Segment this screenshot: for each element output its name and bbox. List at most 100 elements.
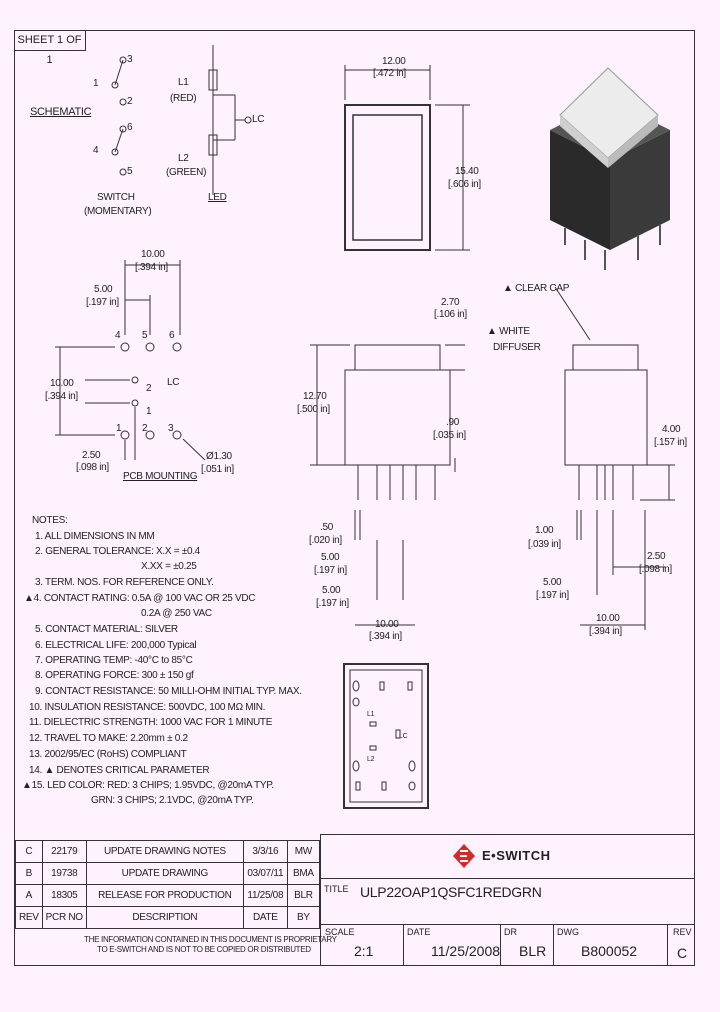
bottom-l2: L2	[367, 756, 375, 763]
note-13: 13. 2002/95/EC (RoHS) COMPLIANT	[29, 749, 187, 760]
pcb-d1-in: [.394 in]	[135, 262, 168, 273]
pcb-pin-2b: 2	[142, 423, 148, 434]
date-cell: 3/3/16	[242, 840, 288, 863]
isometric-view	[550, 67, 670, 270]
schematic-pin-2: 2	[127, 96, 133, 107]
side-p1-in: [.197 in]	[314, 565, 347, 576]
schematic-pin-1: 1	[93, 78, 99, 89]
date-value: 11/25/2008	[431, 943, 501, 959]
side2-b-mm: 2.50	[647, 551, 666, 562]
by-cell: BLR	[286, 884, 321, 907]
side-pinw-mm: .50	[320, 522, 334, 533]
dr-label: DR	[504, 927, 517, 937]
schematic-pin-3: 3	[127, 54, 133, 65]
white-label: ▲ WHITE	[487, 326, 530, 337]
header-pcr: PCR NO	[41, 906, 87, 929]
note-6: 6. ELECTRICAL LIFE: 200,000 Typical	[35, 640, 197, 651]
side-height-mm: 12.70	[303, 391, 327, 402]
note-1: 1. ALL DIMENSIONS IN MM	[35, 531, 155, 542]
side-p3-mm: 10.00	[375, 619, 399, 630]
side-cap-mm: 2.70	[441, 297, 460, 308]
dwg-label: DWG	[557, 927, 579, 937]
title-block	[320, 834, 695, 966]
schematic-title: SCHEMATIC	[30, 106, 92, 118]
schematic-diagram	[111, 45, 252, 195]
pcb-pin-4: 4	[115, 330, 121, 341]
side-cap-in: [.106 in]	[434, 309, 467, 320]
pcb-pin-3: 3	[168, 423, 174, 434]
title-label: TITLE	[324, 884, 349, 894]
note-15b: GRN: 3 CHIPS; 2.1VDC, @20mA TYP.	[91, 795, 254, 806]
side-gap-mm: .90	[446, 417, 460, 428]
led-l2-color: (GREEN)	[166, 167, 207, 178]
side2-d-in: [.394 in]	[589, 626, 622, 637]
pcb-d1-mm: 10.00	[141, 249, 165, 260]
side2-a-mm: 1.00	[535, 525, 554, 536]
led-label: LED	[208, 192, 227, 203]
pcb-hole-mm: Ø1.30	[206, 451, 232, 462]
by-cell: BMA	[286, 862, 321, 885]
title-row-divider	[320, 924, 695, 925]
pcb-pin-1a: 1	[146, 406, 152, 417]
note-15: ▲15. LED COLOR: RED: 3 CHIPS; 1.95VDC, @…	[22, 780, 274, 791]
rev-cell: B	[15, 862, 43, 885]
led-l1-color: (RED)	[170, 93, 197, 104]
scale-value: 2:1	[354, 943, 374, 959]
drawing-frame	[14, 30, 695, 966]
bottom-l1: L1	[367, 711, 375, 718]
disclaimer-line-1: THE INFORMATION CONTAINED IN THIS DOCUME…	[84, 935, 337, 944]
side2-d-mm: 10.00	[596, 613, 620, 624]
switch-label: SWITCH	[97, 192, 135, 203]
schematic-pin-4: 4	[93, 145, 99, 156]
pcb-d3-in: [.394 in]	[45, 391, 78, 402]
pcb-hole-in: [.051 in]	[201, 464, 234, 475]
note-2: 2. GENERAL TOLERANCE: X.X = ±0.4	[35, 546, 200, 557]
bottom-view-drawing	[343, 663, 429, 809]
side2-b-in: [.098 in]	[639, 564, 672, 575]
led-l1-label: L1	[178, 77, 189, 88]
header-rev: REV	[15, 906, 43, 929]
side-view-drawing	[310, 344, 465, 626]
sheet-label: SHEET 1 OF 1	[14, 30, 86, 66]
pcb-pin-1b: 1	[116, 423, 122, 434]
pcr-cell: 22179	[41, 840, 87, 863]
header-by: BY	[286, 906, 321, 929]
top-width-in: [.472 in]	[373, 68, 406, 79]
led-l2-label: L2	[178, 153, 189, 164]
bottom-lc: LC	[399, 733, 408, 740]
tb-divider-4	[667, 924, 668, 966]
by-cell: MW	[286, 840, 321, 863]
desc-cell: UPDATE DRAWING NOTES	[85, 840, 244, 863]
note-10: 10. INSULATION RESISTANCE: 500VDC, 100 M…	[29, 702, 266, 713]
note-2b: X.XX = ±0.25	[141, 561, 197, 572]
disclaimer-line-2: TO E-SWITCH AND IS NOT TO BE COPIED OR D…	[97, 945, 311, 954]
note-7: 7. OPERATING TEMP: -40°C to 85°C	[35, 655, 193, 666]
side2-c-in: [.197 in]	[536, 590, 569, 601]
header-desc: DESCRIPTION	[85, 906, 244, 929]
eswitch-logo-icon	[453, 844, 475, 868]
revision-table: C 22179 UPDATE DRAWING NOTES 3/3/16 MW B…	[15, 840, 321, 929]
diffuser-label: DIFFUSER	[493, 342, 541, 353]
dwg-value: B800052	[581, 943, 638, 959]
side-pinw-in: [.020 in]	[309, 535, 342, 546]
pcb-lc: LC	[167, 377, 180, 388]
schematic-pin-5: 5	[127, 166, 133, 177]
rev-label: REV	[673, 927, 692, 937]
side-p2-mm: 5.00	[322, 585, 341, 596]
clear-cap-label: ▲ CLEAR CAP	[503, 283, 570, 294]
note-11: 11. DIELECTRIC STRENGTH: 1000 VAC FOR 1 …	[29, 717, 273, 728]
desc-cell: UPDATE DRAWING	[85, 862, 244, 885]
side-p2-in: [.197 in]	[316, 598, 349, 609]
side-height-in: [.500 in]	[297, 404, 330, 415]
side-view-2-drawing	[554, 286, 675, 630]
pcb-d4-in: [.098 in]	[76, 462, 109, 473]
brand-row-divider	[320, 878, 695, 879]
note-4: ▲4. CONTACT RATING: 0.5A @ 100 VAC OR 25…	[24, 593, 256, 604]
scale-label: SCALE	[325, 927, 355, 937]
table-row: C 22179 UPDATE DRAWING NOTES 3/3/16 MW	[15, 840, 321, 863]
brand-name: E•SWITCH	[482, 848, 551, 863]
led-lc-label: LC	[252, 114, 265, 125]
top-height-in: [.606 in]	[448, 179, 481, 190]
dr-value: BLR	[519, 943, 547, 959]
side-gap-in: [.035 in]	[433, 430, 466, 441]
